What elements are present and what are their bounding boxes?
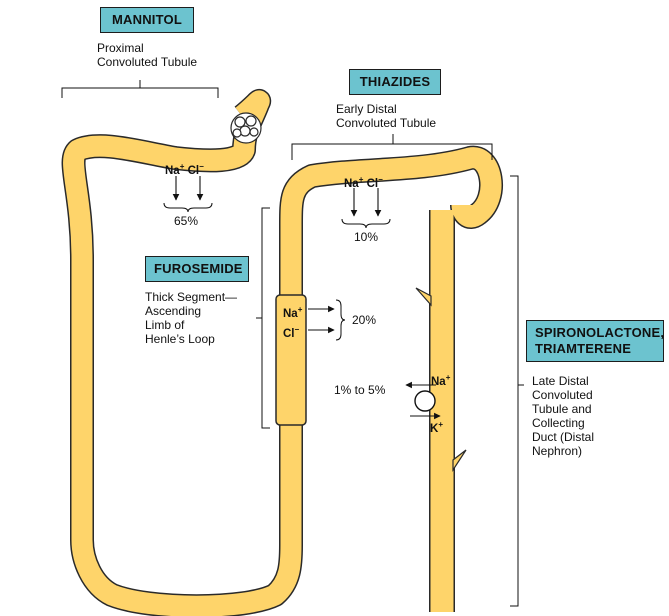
triamterene-label: TRIAMTERENE bbox=[535, 341, 632, 356]
late-distal-percent: 1% to 5% bbox=[334, 383, 386, 397]
pump-na-label: Na+ bbox=[431, 373, 451, 388]
late-distal-bracket bbox=[510, 175, 524, 607]
mannitol-box: MANNITOL bbox=[100, 7, 194, 33]
proximal-tubule bbox=[63, 90, 502, 616]
early-distal-percent: 10% bbox=[354, 230, 379, 244]
distal-nacl-label: Na+ Cl− bbox=[344, 175, 383, 190]
spironolactone-label: SPIRONOLACTONE, bbox=[535, 325, 665, 340]
thiazides-box: THIAZIDES bbox=[349, 69, 441, 95]
tubule-fill bbox=[63, 90, 502, 616]
proximal-label: Proximal Convoluted Tubule bbox=[97, 41, 198, 69]
spironolactone-box: SPIRONOLACTONE, TRIAMTERENE bbox=[526, 320, 664, 362]
thick-segment-bulge bbox=[275, 294, 307, 426]
furosemide-box: FUROSEMIDE bbox=[145, 256, 249, 282]
late-distal-label: Late Distal Convoluted Tubule and Collec… bbox=[532, 374, 595, 458]
thick-cl-label: Cl− bbox=[283, 325, 300, 340]
duct-spur-2 bbox=[452, 449, 467, 473]
distal-brace bbox=[341, 218, 391, 229]
pump-k-label: K+ bbox=[430, 420, 443, 435]
early-distal-label: Early Distal Convoluted Tubule bbox=[336, 102, 437, 130]
thick-brace bbox=[335, 299, 346, 341]
early-distal-bracket bbox=[291, 134, 493, 160]
proximal-brace bbox=[163, 202, 213, 213]
duct-spur-1 bbox=[415, 287, 432, 307]
na-k-pump bbox=[414, 390, 436, 412]
proximal-percent: 65% bbox=[174, 214, 199, 228]
thick-segment-label: Thick Segment— Ascending Limb of Henle’s… bbox=[145, 290, 238, 346]
proximal-nacl-label: Na+ Cl− bbox=[165, 162, 204, 177]
thick-segment-bracket bbox=[256, 207, 270, 429]
glomerulus bbox=[230, 112, 262, 144]
proximal-bracket bbox=[61, 80, 219, 98]
thick-na-label: Na+ bbox=[283, 305, 303, 320]
thick-segment-percent: 20% bbox=[352, 313, 377, 327]
